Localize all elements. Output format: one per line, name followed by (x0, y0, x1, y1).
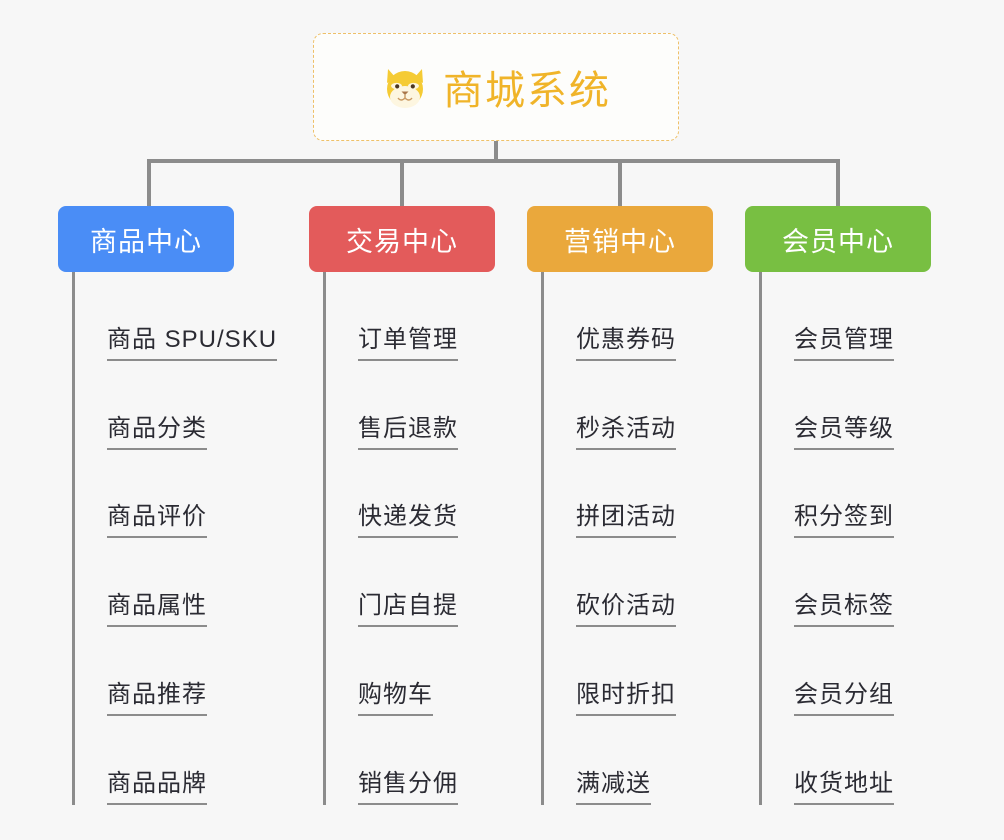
list-item[interactable]: 快递发货 (326, 450, 495, 539)
connector-drop-3 (618, 159, 622, 208)
connector-drop-1 (147, 159, 151, 208)
list-item[interactable]: 收货地址 (762, 716, 931, 805)
list-item[interactable]: 满减送 (544, 716, 713, 805)
list-item[interactable]: 门店自提 (326, 538, 495, 628)
list-item[interactable]: 售后退款 (326, 361, 495, 450)
leaf-label: 满减送 (576, 763, 651, 805)
list-item[interactable]: 商品品牌 (75, 716, 277, 805)
list-item[interactable]: 会员管理 (762, 272, 931, 361)
leaf-label: 收货地址 (794, 763, 894, 805)
leaf-label: 销售分佣 (358, 763, 458, 805)
list-item[interactable]: 会员等级 (762, 361, 931, 450)
leaf-label: 会员等级 (794, 408, 894, 450)
category-header-label: 交易中心 (346, 226, 458, 257)
dog-face-icon (381, 63, 429, 111)
list-item[interactable]: 购物车 (326, 627, 495, 716)
leaf-list-member-center: 会员管理 会员等级 积分签到 会员标签 会员分组 收货地址 (759, 272, 931, 805)
leaf-list-marketing-center: 优惠券码 秒杀活动 拼团活动 砍价活动 限时折扣 满减送 (541, 272, 713, 805)
leaf-label: 售后退款 (358, 408, 458, 450)
leaf-label: 砍价活动 (576, 585, 676, 628)
list-item[interactable]: 会员分组 (762, 627, 931, 716)
root-node-title: 商城系统 (443, 69, 611, 113)
connector-drop-4 (836, 159, 840, 208)
connector-root-stem (494, 141, 498, 162)
category-header-label: 营销中心 (564, 226, 676, 257)
branch-member-center: 会员中心 会员管理 会员等级 积分签到 会员标签 会员分组 收货地址 (745, 206, 931, 805)
list-item[interactable]: 销售分佣 (326, 716, 495, 805)
leaf-label: 商品属性 (107, 585, 207, 628)
root-node-card[interactable]: 商城系统 (313, 33, 679, 141)
leaf-label: 商品 SPU/SKU (107, 319, 278, 361)
connector-drop-2 (400, 159, 404, 208)
category-header-trade-center[interactable]: 交易中心 (309, 206, 495, 272)
list-item[interactable]: 积分签到 (762, 450, 931, 539)
leaf-label: 会员标签 (794, 585, 894, 628)
leaf-label: 优惠券码 (576, 319, 676, 361)
leaf-label: 商品品牌 (107, 763, 207, 805)
leaf-label: 快递发货 (358, 496, 458, 539)
leaf-label: 订单管理 (358, 319, 458, 361)
leaf-list-trade-center: 订单管理 售后退款 快递发货 门店自提 购物车 销售分佣 (323, 272, 495, 805)
leaf-label: 秒杀活动 (576, 408, 676, 450)
leaf-label: 购物车 (358, 674, 433, 716)
list-item[interactable]: 拼团活动 (544, 450, 713, 539)
list-item[interactable]: 商品属性 (75, 538, 277, 628)
category-header-product-center[interactable]: 商品中心 (58, 206, 234, 272)
leaf-label: 积分签到 (794, 496, 894, 539)
list-item[interactable]: 商品分类 (75, 361, 277, 450)
list-item[interactable]: 优惠券码 (544, 272, 713, 361)
list-item[interactable]: 商品推荐 (75, 627, 277, 716)
leaf-label: 会员管理 (794, 319, 894, 361)
list-item[interactable]: 秒杀活动 (544, 361, 713, 450)
list-item[interactable]: 限时折扣 (544, 627, 713, 716)
list-item[interactable]: 商品 SPU/SKU (75, 272, 278, 361)
branch-marketing-center: 营销中心 优惠券码 秒杀活动 拼团活动 砍价活动 限时折扣 满减送 (527, 206, 713, 805)
branch-trade-center: 交易中心 订单管理 售后退款 快递发货 门店自提 购物车 销售分佣 (309, 206, 495, 805)
connector-horizontal-bus (149, 159, 839, 163)
list-item[interactable]: 商品评价 (75, 450, 277, 539)
leaf-label: 会员分组 (794, 674, 894, 716)
branch-product-center: 商品中心 商品 SPU/SKU 商品分类 商品评价 商品属性 商品推荐 商品品牌 (58, 206, 278, 805)
list-item[interactable]: 订单管理 (326, 272, 495, 361)
category-header-member-center[interactable]: 会员中心 (745, 206, 931, 272)
list-item[interactable]: 会员标签 (762, 538, 931, 628)
category-header-marketing-center[interactable]: 营销中心 (527, 206, 713, 272)
list-item[interactable]: 砍价活动 (544, 538, 713, 628)
leaf-label: 门店自提 (358, 585, 458, 628)
leaf-label: 商品推荐 (107, 674, 207, 716)
leaf-list-product-center: 商品 SPU/SKU 商品分类 商品评价 商品属性 商品推荐 商品品牌 (72, 272, 278, 805)
category-header-label: 会员中心 (782, 226, 894, 257)
category-header-label: 商品中心 (90, 226, 202, 257)
leaf-label: 商品评价 (107, 496, 207, 539)
leaf-label: 拼团活动 (576, 496, 676, 539)
leaf-label: 限时折扣 (576, 674, 676, 716)
leaf-label: 商品分类 (107, 408, 207, 450)
